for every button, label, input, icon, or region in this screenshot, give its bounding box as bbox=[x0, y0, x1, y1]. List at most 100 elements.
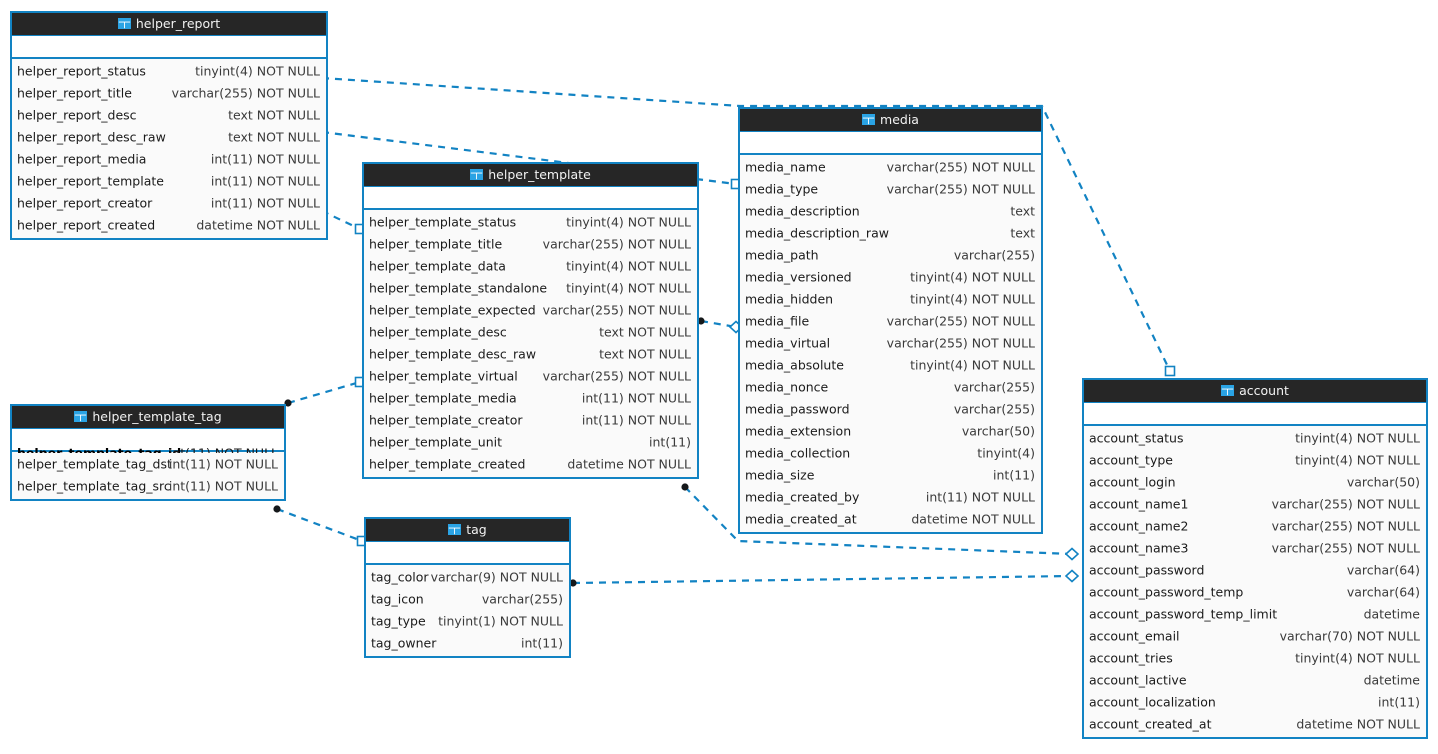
relationship-rel-tag-color-account-password[interactable] bbox=[569, 569, 1080, 587]
column-type: varchar(255) NOT NULL bbox=[542, 368, 691, 384]
column-type: varchar(255) NOT NULL bbox=[886, 159, 1035, 175]
table-header-helper_report[interactable]: helper_report bbox=[12, 13, 326, 36]
diamond-connector bbox=[1064, 547, 1080, 561]
table-header-media[interactable]: media bbox=[740, 109, 1041, 132]
table-title: account bbox=[1239, 383, 1289, 398]
table-icon bbox=[74, 411, 88, 422]
table-title: tag bbox=[466, 522, 487, 537]
column-name: helper_template_tag_src bbox=[17, 478, 171, 494]
column-name: media_file bbox=[745, 313, 810, 329]
relationship-rel-templatetag-tag[interactable] bbox=[273, 505, 368, 547]
primary-key-row[interactable]: tag_idint(11) NOT NULL bbox=[366, 542, 569, 595]
column-row[interactable]: account_type tinyint(4) NOT NULL bbox=[1084, 449, 1426, 471]
relationship-rel-templatetag-template[interactable] bbox=[284, 376, 366, 407]
column-type: tinyint(1) NOT NULL bbox=[438, 613, 563, 629]
table-tag[interactable]: tag tag_idint(11) NOT NULLtag_colorvarcha… bbox=[364, 517, 571, 658]
table-helper_template_tag[interactable]: helper_template_taghelper_template_tag_i… bbox=[10, 404, 286, 501]
primary-key-row[interactable]: helper_template_idint(11) NOT NULL bbox=[364, 187, 697, 328]
table-helper_template[interactable]: helper_templatehelper_template_idint(11)… bbox=[362, 162, 699, 479]
column-name: account_type bbox=[1089, 452, 1173, 468]
table-header-helper_template_tag[interactable]: helper_template_tag bbox=[12, 406, 284, 429]
table-header-tag[interactable]: tag bbox=[366, 519, 569, 542]
primary-key-row[interactable]: media_idint(11) NOT NULL bbox=[740, 132, 1041, 328]
primary-key-row[interactable]: account_idint(11) NOT NULL bbox=[1084, 403, 1426, 566]
table-icon bbox=[117, 18, 131, 29]
column-type: varchar(255) NOT NULL bbox=[542, 236, 691, 252]
column-type: datetime NOT NULL bbox=[911, 511, 1035, 527]
primary-key-row[interactable]: helper_report_idint(11) NOT NULL bbox=[12, 36, 326, 133]
primary-key-row[interactable]: helper_template_tag_idint(11) NOT NULL bbox=[12, 429, 284, 460]
column-name: account_email bbox=[1089, 628, 1180, 644]
column-name: media_password bbox=[745, 401, 850, 417]
relationship-rel-template-expected-media-file[interactable] bbox=[697, 317, 744, 334]
table-header-helper_template[interactable]: helper_template bbox=[364, 164, 697, 187]
column-type: tinyint(4) NOT NULL bbox=[1295, 452, 1420, 468]
column-name: helper_report_title bbox=[17, 85, 132, 101]
column-type: varchar(255) NOT NULL bbox=[1271, 496, 1420, 512]
table-header-account[interactable]: account bbox=[1084, 380, 1426, 403]
